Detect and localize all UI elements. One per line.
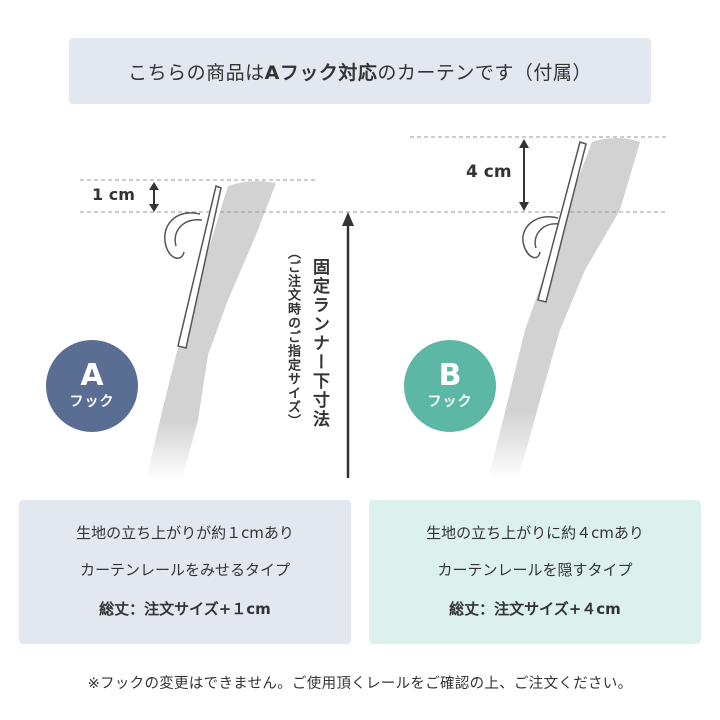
fabric-b (488, 138, 640, 480)
hook-a-info-box: 生地の立ち上がりが約１cmあり カーテンレールをみせるタイプ 総丈：注文サイズ+… (19, 500, 351, 644)
banner-prefix: こちらの商品は (128, 61, 265, 84)
measurement-a-label: 1 cm (92, 185, 135, 204)
footnote: ※フックの変更はできません。ご使用頂くレールをご確認の上、ご注文ください。 (87, 676, 633, 692)
hook-diagram (80, 136, 668, 481)
hook-a-desc-line1: 生地の立ち上がりが約１cmあり (76, 524, 294, 542)
hook-b-word: フック (427, 394, 473, 410)
fabric-a (146, 181, 276, 481)
runner-label: 固定ランナー下寸法 (309, 258, 329, 429)
hook-a-total: 総丈：注文サイズ+１cm (99, 600, 271, 618)
hook-a-letter: A (80, 358, 104, 393)
hook-b-shape (522, 141, 587, 303)
hook-a-shape (164, 184, 222, 349)
banner-suffix: のカーテンです（付属） (377, 61, 592, 84)
measure-arrow-b (519, 139, 529, 211)
hook-a-word: フック (69, 394, 115, 410)
hook-b-desc-line2: カーテンレールを隠すタイプ (437, 561, 633, 579)
runner-arrow (342, 212, 354, 478)
hook-b-desc-line1: 生地の立ち上がりに約４cmあり (426, 524, 644, 542)
hook-b-info-box: 生地の立ち上がりに約４cmあり カーテンレールを隠すタイプ 総丈：注文サイズ+４… (369, 500, 701, 644)
hook-a-desc-line2: カーテンレールをみせるタイプ (79, 561, 290, 579)
runner-sub-label: （ご注文時のご指定サイズ） (285, 246, 300, 428)
hook-b-badge: B フック (404, 340, 496, 432)
measure-arrow-a (149, 182, 159, 212)
measurement-b-label: 4 cm (466, 162, 512, 182)
hook-b-total: 総丈：注文サイズ+４cm (449, 600, 621, 618)
hook-b-letter: B (438, 358, 462, 393)
banner-highlight: Aフック対応 (264, 61, 378, 84)
hook-a-badge: A フック (46, 340, 138, 432)
